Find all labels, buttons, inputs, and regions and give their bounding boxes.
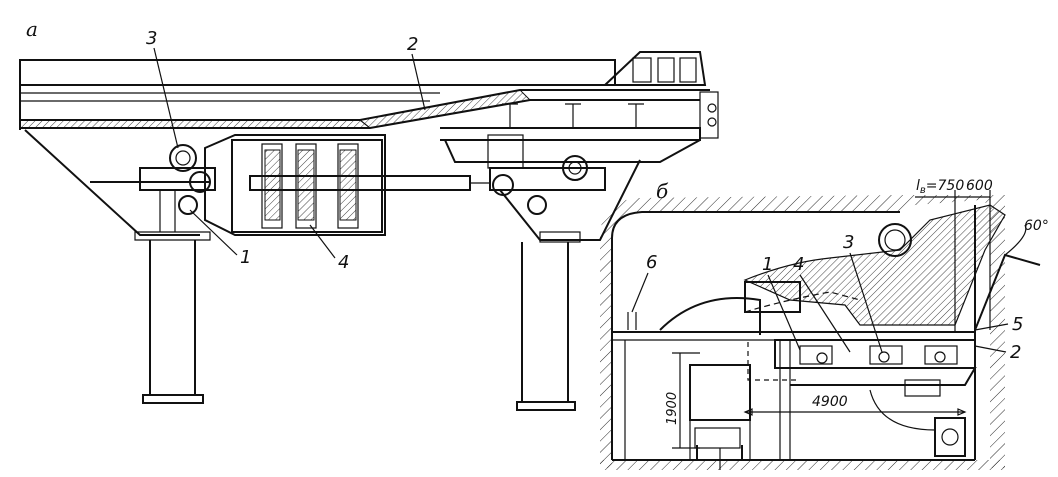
dim-span: 4900 bbox=[812, 394, 848, 410]
panel-b-drawing bbox=[600, 190, 1041, 470]
panel-a-letter: а bbox=[26, 17, 38, 41]
callout-a-1: 1 bbox=[240, 247, 251, 268]
callouts-a: 3 2 1 4 bbox=[146, 28, 426, 273]
callout-a-2: 2 bbox=[407, 34, 418, 55]
callout-a-3: 3 bbox=[146, 28, 157, 49]
dimension-labels: lв=750 600 60° 1900 4900 bbox=[665, 178, 1049, 425]
dim-angle: 60° bbox=[1024, 218, 1049, 234]
callout-a-4: 4 bbox=[338, 252, 349, 273]
callout-b-3: 3 bbox=[843, 232, 854, 253]
callouts-b: 6 1 4 3 5 2 bbox=[631, 232, 1023, 363]
callout-b-2: 2 bbox=[1010, 342, 1021, 363]
dim-gap: 600 bbox=[966, 178, 993, 194]
callout-b-6: 6 bbox=[646, 252, 657, 273]
callout-b-5: 5 bbox=[1012, 314, 1023, 335]
panel-b-letter: б bbox=[656, 179, 669, 203]
callout-b-4: 4 bbox=[793, 254, 804, 275]
panel-a-drawing bbox=[19, 51, 719, 411]
dim-height: 1900 bbox=[665, 392, 680, 425]
dim-l-label: lв=750 bbox=[916, 178, 964, 196]
callout-b-1: 1 bbox=[762, 254, 773, 275]
